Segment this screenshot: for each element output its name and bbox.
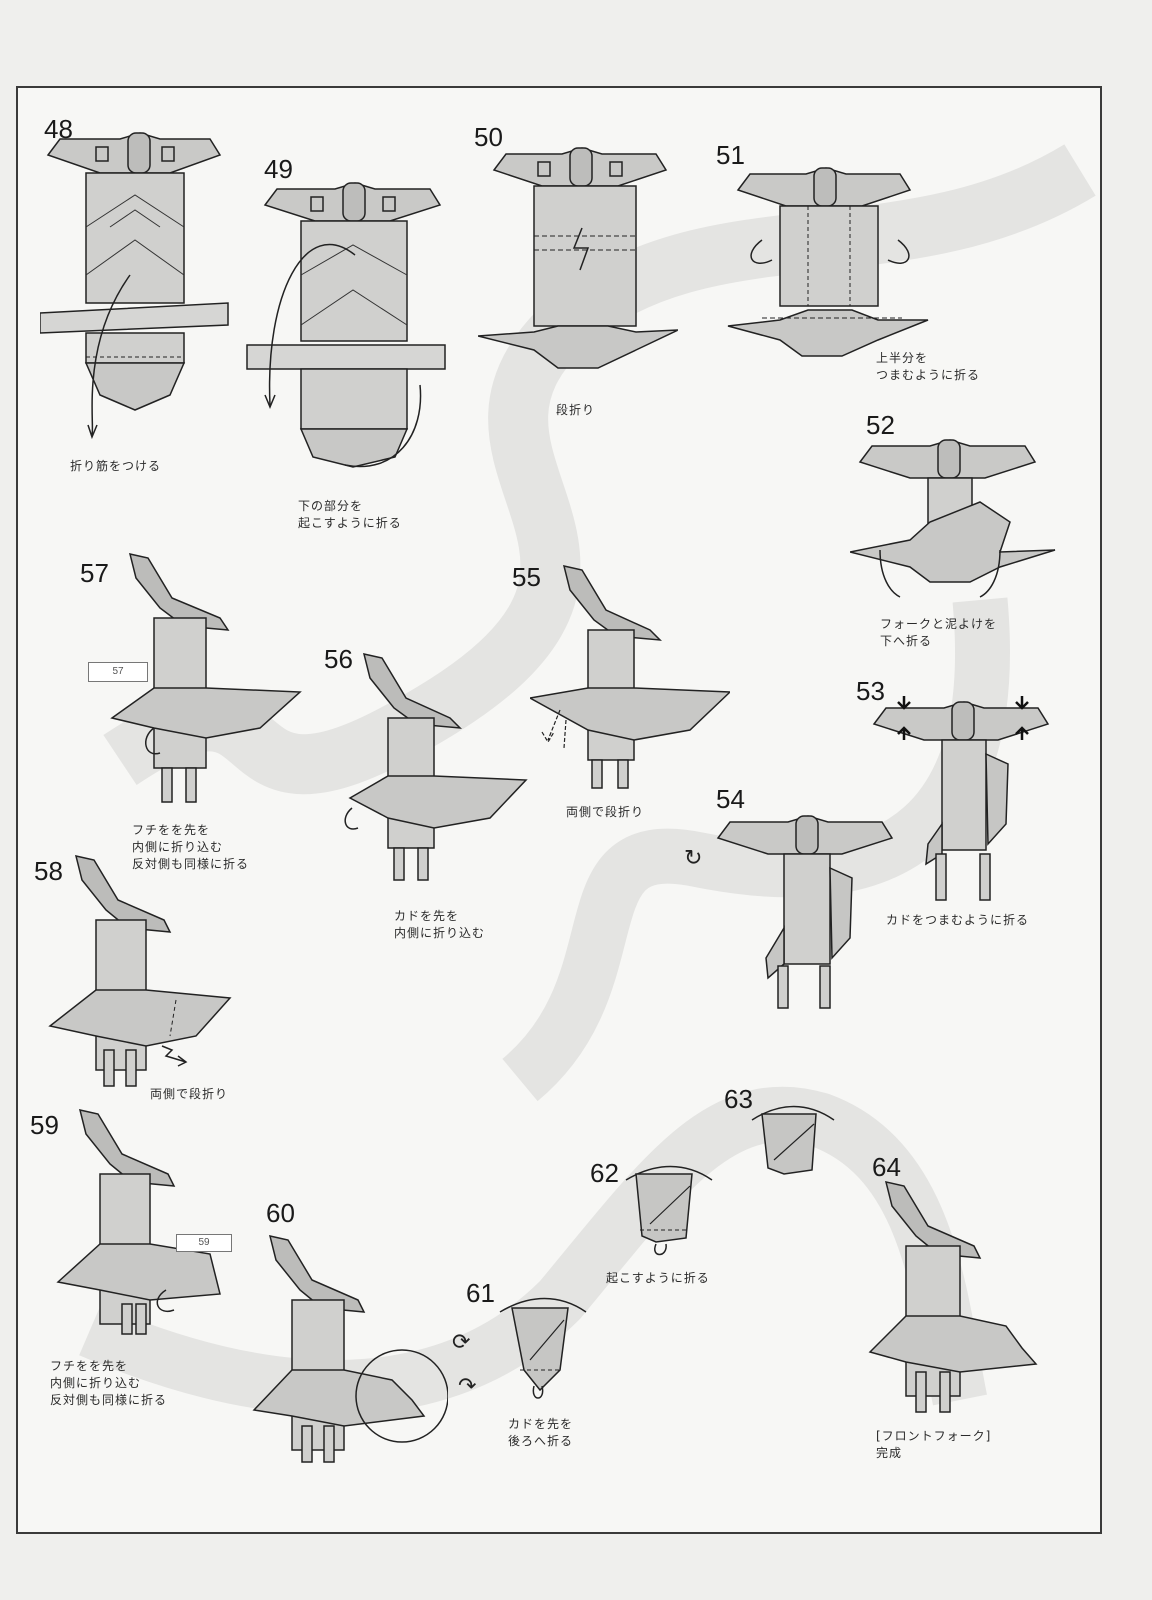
step-50-figure — [478, 147, 678, 369]
step-61-figure — [499, 1297, 587, 1399]
step-49-caption: 下の部分を 起こすように折る — [298, 499, 402, 530]
step-60-figure — [252, 1235, 448, 1463]
step-53-caption: カドをつまむように折る — [886, 913, 1030, 927]
step-number-59: 59 — [30, 1110, 59, 1140]
step-48-caption: 折り筋をつける — [70, 459, 162, 473]
step-58-caption: 両側で段折り — [150, 1087, 229, 1101]
step-61-caption: カドを先を 後ろへ折る — [508, 1417, 574, 1448]
step-59-figure — [56, 1109, 221, 1335]
step-number-61: 61 — [466, 1278, 495, 1308]
rotate-icon: ⟳ — [452, 1330, 471, 1355]
step-62-caption: 起こすように折る — [606, 1271, 710, 1285]
rotate-icon: ↻ — [684, 846, 703, 871]
step-51-figure — [727, 167, 929, 357]
step-number-56: 56 — [324, 644, 353, 674]
detail-label-59: 59 — [176, 1234, 232, 1252]
step-53-figure — [872, 696, 1050, 901]
step-59-caption: フチをを先を 内側に折り込む 反対側も同様に折る — [50, 1359, 168, 1407]
step-number-62: 62 — [590, 1158, 619, 1188]
step-57-figure — [110, 553, 302, 803]
step-number-63: 63 — [724, 1084, 753, 1114]
step-49-figure — [246, 182, 446, 468]
step-number-54: 54 — [716, 784, 745, 814]
step-63-figure — [751, 1105, 835, 1175]
step-52-figure — [850, 439, 1056, 598]
step-number-55: 55 — [512, 562, 541, 592]
step-number-58: 58 — [34, 856, 63, 886]
step-50-caption: 段折り — [556, 403, 596, 417]
step-56-figure — [344, 653, 528, 881]
step-54-figure — [716, 815, 894, 1009]
step-48-figure — [40, 132, 229, 440]
step-number-50: 50 — [474, 122, 503, 152]
turn-over-icon: ↷ — [458, 1374, 477, 1399]
step-52-caption: フォークと泥よけを 下へ折る — [880, 617, 998, 648]
step-number-49: 49 — [264, 154, 293, 184]
step-56-caption: カドを先を 内側に折り込む — [394, 909, 486, 940]
step-64-figure — [868, 1181, 1038, 1413]
step-number-51: 51 — [716, 140, 745, 170]
step-62-figure — [625, 1165, 713, 1256]
step-number-64: 64 — [872, 1152, 901, 1182]
step-58-figure — [48, 855, 232, 1087]
step-number-60: 60 — [266, 1198, 295, 1228]
step-64-caption: [フロントフォーク] 完成 — [876, 1429, 992, 1460]
step-51-caption: 上半分を つまむように折る — [876, 351, 981, 382]
step-55-caption: 両側で段折り — [566, 805, 645, 819]
step-number-52: 52 — [866, 410, 895, 440]
step-55-figure — [530, 565, 730, 789]
step-number-57: 57 — [80, 558, 109, 588]
detail-label-57: 57 — [88, 662, 148, 682]
step-57-caption: フチをを先を 内側に折り込む 反対側も同様に折る — [132, 823, 250, 871]
step-number-53: 53 — [856, 676, 885, 706]
